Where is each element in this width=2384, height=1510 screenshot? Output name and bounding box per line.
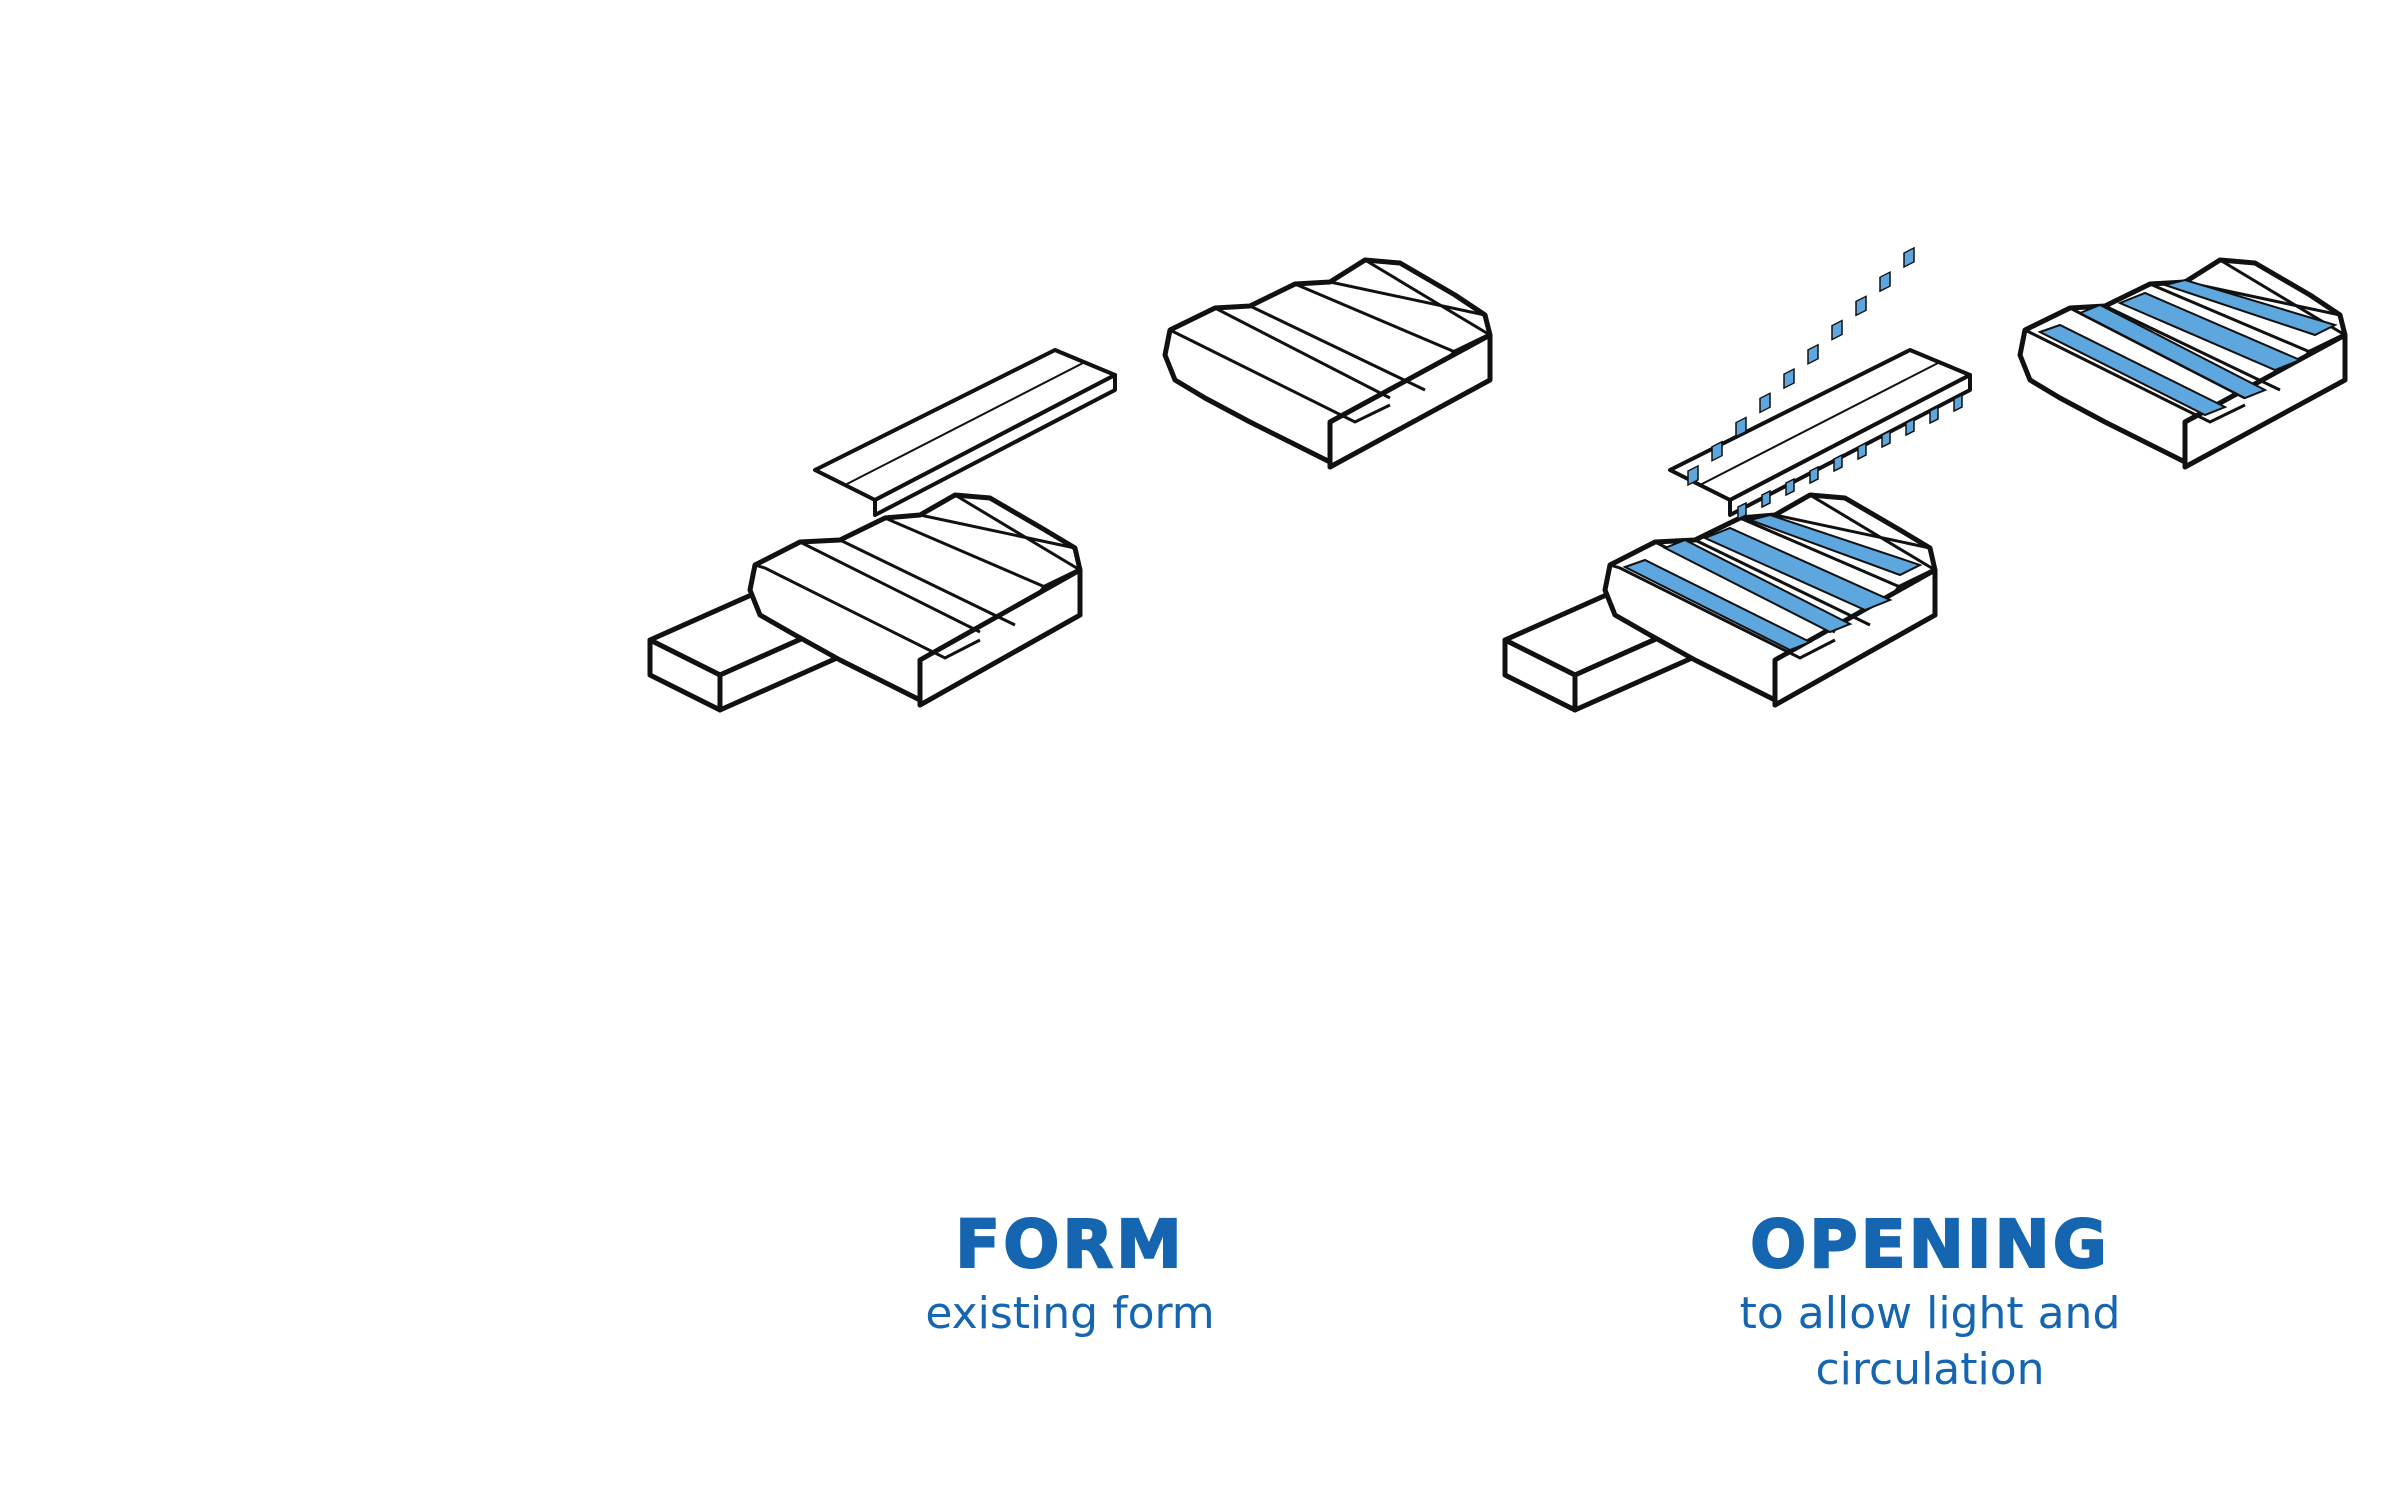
roof-openings-front [1622, 513, 1923, 652]
form-title: FORM [954, 1206, 1185, 1283]
corridor-openings [1687, 246, 1915, 487]
opening-title: OPENING [1749, 1206, 2110, 1283]
form-massing [650, 260, 1490, 710]
opening-massing [1505, 246, 2345, 710]
form-subtitle: existing form [925, 1288, 1215, 1339]
form-caption: FORM existing form [860, 1206, 1280, 1342]
roof-openings-back [2037, 278, 2338, 417]
opening-subtitle: to allow light and circulation [1739, 1288, 2121, 1395]
opening-caption: OPENING to allow light and circulation [1660, 1206, 2200, 1398]
corridor-openings-lower [1737, 393, 1963, 521]
